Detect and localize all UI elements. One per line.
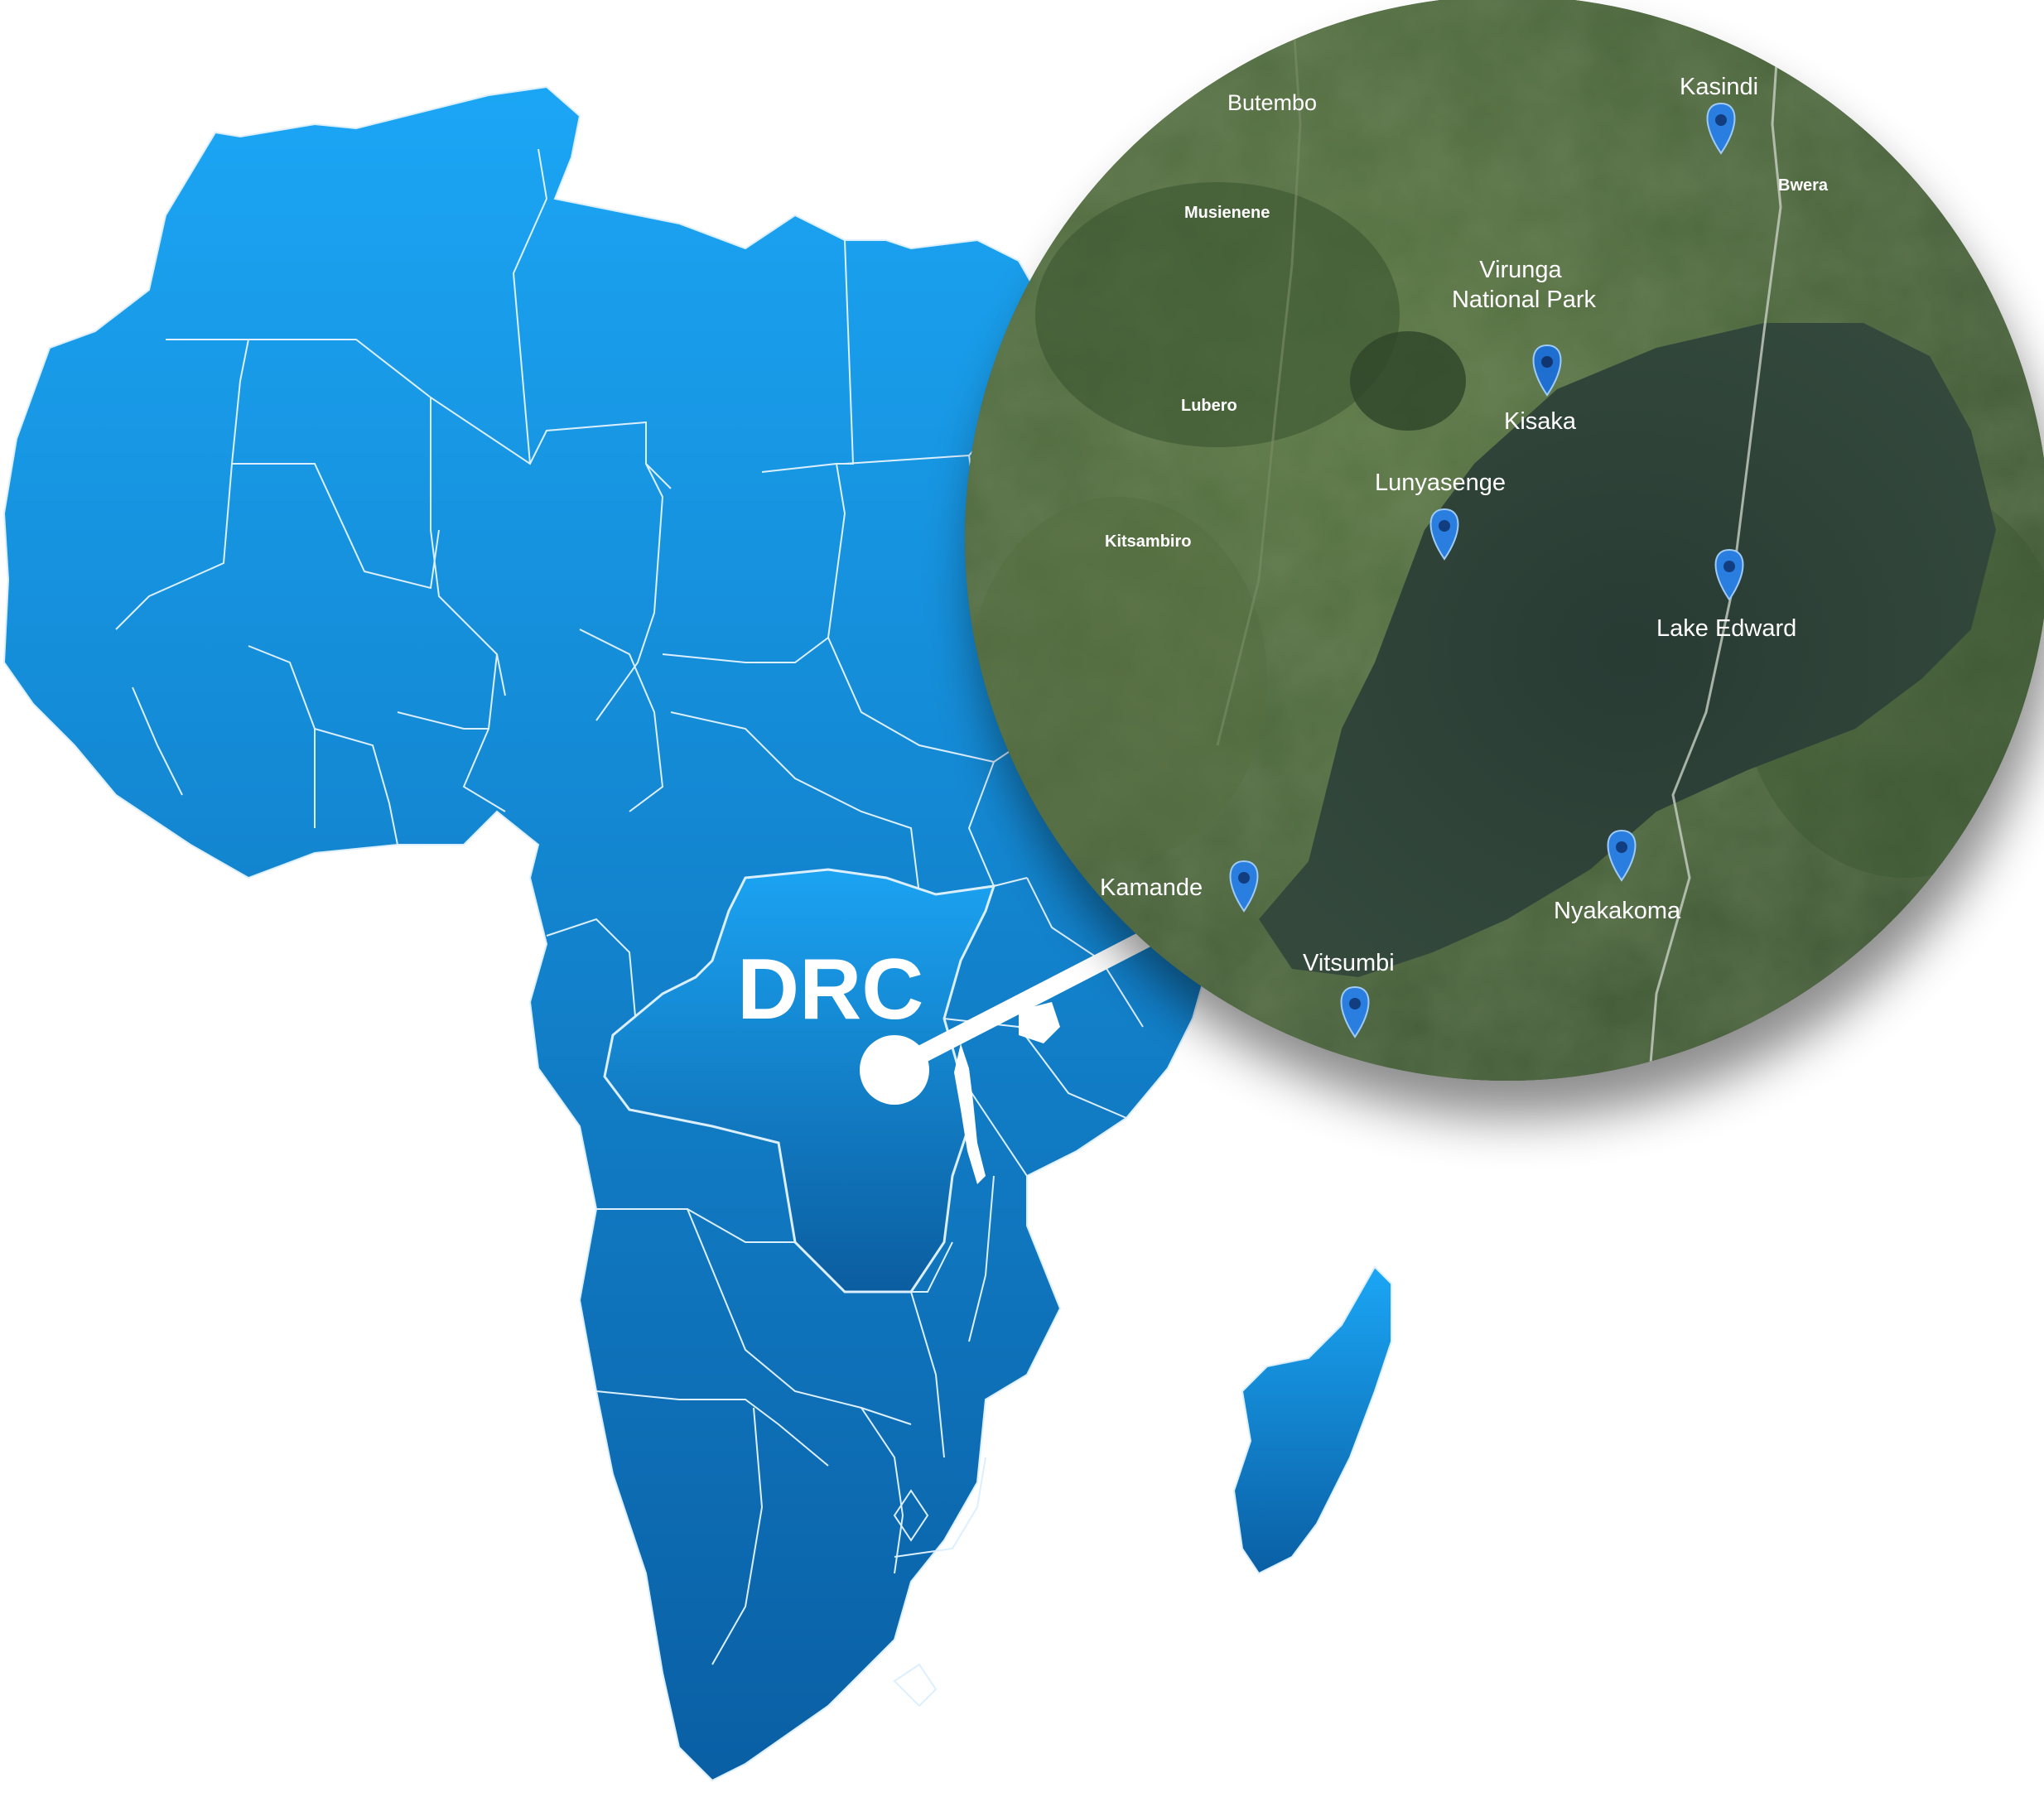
lake-edward-water — [1259, 323, 1996, 977]
pin-kamande[interactable] — [1229, 860, 1259, 913]
place-lake-edward: Lake Edward — [1656, 615, 1796, 642]
lake-tanganyika — [954, 1043, 986, 1184]
lake-malawi — [1047, 1201, 1068, 1308]
place-virunga: Virunga National Park — [1452, 257, 1597, 313]
pin-kasindi[interactable] — [1706, 102, 1736, 155]
place-nyakakoma: Nyakakoma — [1554, 898, 1681, 924]
madagascar — [1232, 1265, 1392, 1575]
pin-lake-edward[interactable] — [1714, 548, 1744, 601]
continent-outline — [2, 85, 1244, 1782]
road-line — [1216, 0, 1302, 746]
pin-nyakakoma[interactable] — [1607, 829, 1637, 882]
map-pin-icon — [1429, 508, 1459, 561]
pin-lunyasenge[interactable] — [1429, 508, 1459, 561]
map-pin-icon — [1532, 344, 1562, 397]
place-vitsumbi: Vitsumbi — [1303, 950, 1395, 976]
map-pin-icon — [1229, 860, 1259, 913]
map-pin-icon — [1706, 102, 1736, 155]
map-pin-icon — [1607, 829, 1637, 882]
pin-kisaka[interactable] — [1532, 344, 1562, 397]
map-pin-icon — [1340, 985, 1370, 1038]
place-kasindi: Kasindi — [1680, 74, 1758, 100]
africa-continent — [2, 85, 1392, 1782]
pin-vitsumbi[interactable] — [1340, 985, 1370, 1038]
drc-label: DRC — [737, 942, 923, 1038]
place-kisaka: Kisaka — [1504, 408, 1577, 435]
place-kamande: Kamande — [1100, 874, 1203, 901]
place-lunyasenge: Lunyasenge — [1375, 470, 1506, 496]
place-butembo: Butembo — [1227, 90, 1317, 115]
satellite-inset: Butembo Kasindi Bwera Musienene Virunga … — [965, 0, 2044, 1081]
lake-victoria — [1019, 1002, 1060, 1043]
drc-location-dot — [860, 1035, 929, 1105]
drc-country — [603, 868, 996, 1294]
callout-pointer — [860, 918, 1177, 1105]
place-musienene: Musienene — [1184, 204, 1270, 222]
place-lubero: Lubero — [1181, 397, 1237, 415]
place-kitsambiro: Kitsambiro — [1105, 532, 1191, 551]
inset-places: Butembo Kasindi Bwera Musienene Virunga … — [1100, 74, 1829, 1038]
place-bwera: Bwera — [1778, 176, 1829, 195]
map-pin-icon — [1714, 548, 1744, 601]
